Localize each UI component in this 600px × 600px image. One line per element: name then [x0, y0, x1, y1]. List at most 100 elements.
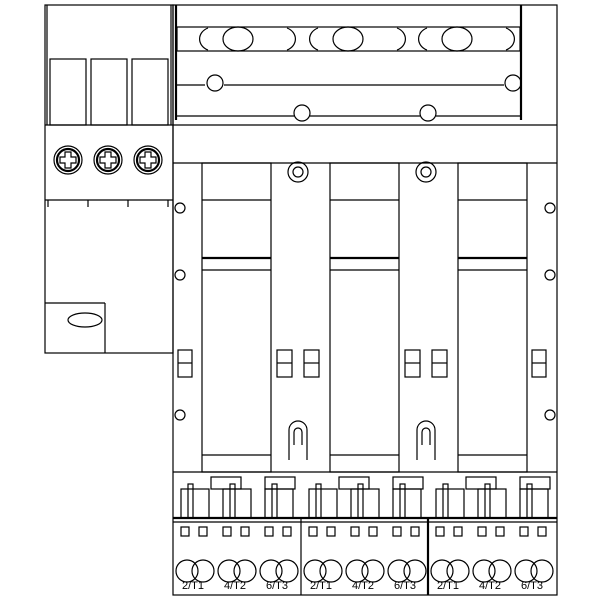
mounting-hole	[292, 166, 304, 178]
test-opening	[477, 526, 487, 537]
wire-entry	[488, 559, 512, 583]
terminal-pin	[442, 483, 449, 519]
pole-housing	[329, 162, 400, 473]
test-opening	[308, 526, 318, 537]
terminal-pin	[271, 483, 278, 519]
side-pin	[174, 409, 186, 421]
cross-slot	[139, 151, 157, 169]
mounting-slot	[67, 312, 103, 328]
oval-edge	[396, 27, 406, 51]
test-opening	[350, 526, 360, 537]
terminal-clamp	[465, 476, 497, 490]
mounting-boss	[287, 161, 309, 183]
test-opening	[240, 526, 250, 537]
test-opening	[198, 526, 208, 537]
terminal-clamp	[264, 476, 296, 490]
cross-slot	[99, 151, 117, 169]
wire-entry	[514, 559, 538, 583]
main-body	[172, 4, 558, 596]
side-pin	[174, 269, 186, 281]
mounting-hole	[420, 166, 432, 178]
terminal-body	[477, 488, 507, 519]
test-opening	[410, 526, 420, 537]
cross-slot	[59, 151, 77, 169]
test-opening	[495, 526, 505, 537]
screw-icon	[53, 145, 83, 175]
terminal-clamp	[338, 476, 370, 490]
terminal-pin	[315, 483, 322, 519]
terminal-body	[519, 488, 549, 519]
oval-edge	[309, 27, 319, 51]
oval-edge	[199, 27, 209, 51]
test-opening	[453, 526, 463, 537]
screw-icon	[133, 145, 163, 175]
terminal-pin	[187, 483, 194, 519]
side-pin	[544, 202, 556, 214]
side-pin	[544, 269, 556, 281]
test-opening	[222, 526, 232, 537]
wire-entry	[472, 559, 496, 583]
terminal-body	[392, 488, 422, 519]
wire-entry	[361, 559, 385, 583]
indicator-oval	[332, 26, 364, 52]
wire-entry	[303, 559, 327, 583]
wire-entry	[387, 559, 411, 583]
oval-edge	[286, 27, 296, 51]
terminal-pin	[526, 483, 533, 519]
test-opening	[392, 526, 402, 537]
test-opening	[282, 526, 292, 537]
test-opening	[368, 526, 378, 537]
terminal-body	[308, 488, 338, 519]
indicator-oval	[222, 26, 254, 52]
pole-housing	[201, 162, 272, 473]
wire-entry	[345, 559, 369, 583]
wire-entry	[275, 559, 299, 583]
terminal-clamp	[392, 476, 424, 490]
keyhole-inner	[293, 427, 303, 445]
terminal-clamp	[519, 476, 551, 490]
side-pin	[174, 202, 186, 214]
wire-entry	[191, 559, 215, 583]
terminal-pin	[229, 483, 236, 519]
test-opening	[180, 526, 190, 537]
terminal-body	[350, 488, 380, 519]
terminal-clamp	[210, 476, 242, 490]
oval-edge	[505, 27, 515, 51]
oval-edge	[418, 27, 428, 51]
side-pin	[544, 409, 556, 421]
terminal-body	[264, 488, 294, 519]
screw-head	[95, 147, 121, 173]
terminal-body	[180, 488, 210, 519]
keyhole-slot	[416, 420, 436, 460]
test-opening	[326, 526, 336, 537]
wire-entry	[233, 559, 257, 583]
screw-head	[135, 147, 161, 173]
auxiliary-module	[44, 4, 174, 354]
pole-housing	[457, 162, 528, 473]
terminal-pin	[357, 483, 364, 519]
wire-entry	[530, 559, 554, 583]
screw-icon	[93, 145, 123, 175]
wire-entry	[259, 559, 283, 583]
keyhole-slot	[288, 420, 308, 460]
screw-head	[55, 147, 81, 173]
wire-entry	[319, 559, 343, 583]
mounting-boss	[415, 161, 437, 183]
wire-entry	[430, 559, 454, 583]
test-opening	[264, 526, 274, 537]
terminal-body	[435, 488, 465, 519]
test-opening	[435, 526, 445, 537]
test-opening	[519, 526, 529, 537]
keyhole-inner	[421, 427, 431, 445]
wire-entry	[403, 559, 427, 583]
test-opening	[537, 526, 547, 537]
wire-entry	[446, 559, 470, 583]
wire-entry	[217, 559, 241, 583]
terminal-pin	[399, 483, 406, 519]
wire-entry	[175, 559, 199, 583]
terminal-pin	[484, 483, 491, 519]
indicator-oval	[441, 26, 473, 52]
terminal-body	[222, 488, 252, 519]
